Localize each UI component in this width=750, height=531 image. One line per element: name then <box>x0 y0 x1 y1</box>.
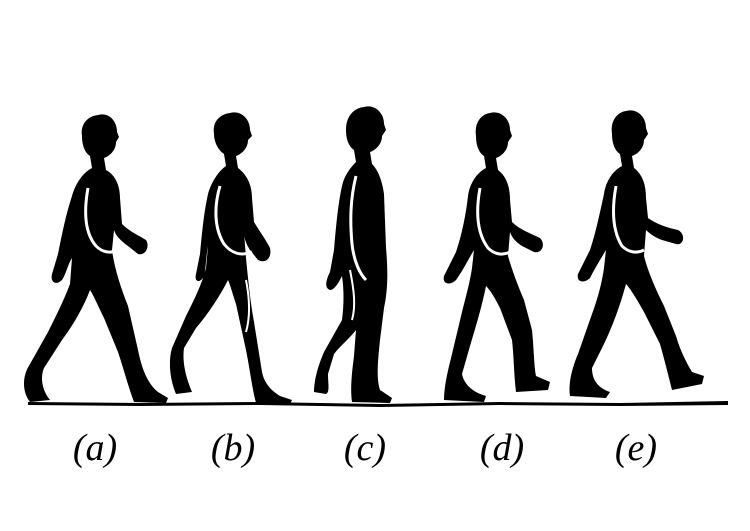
panel-label-b: (b) <box>211 427 255 469</box>
panel-label-a: (a) <box>73 427 117 469</box>
walker-silhouette-c <box>314 106 392 404</box>
walker-silhouette-a <box>24 114 168 404</box>
panel-label-d: (d) <box>480 427 524 469</box>
walker-silhouette-b <box>169 112 292 405</box>
walker-silhouette-d <box>443 112 550 403</box>
panel-label-c: (c) <box>344 427 386 469</box>
walker-silhouette-e <box>569 110 704 399</box>
panel-label-e: (e) <box>615 427 657 469</box>
ground-line <box>28 401 728 407</box>
